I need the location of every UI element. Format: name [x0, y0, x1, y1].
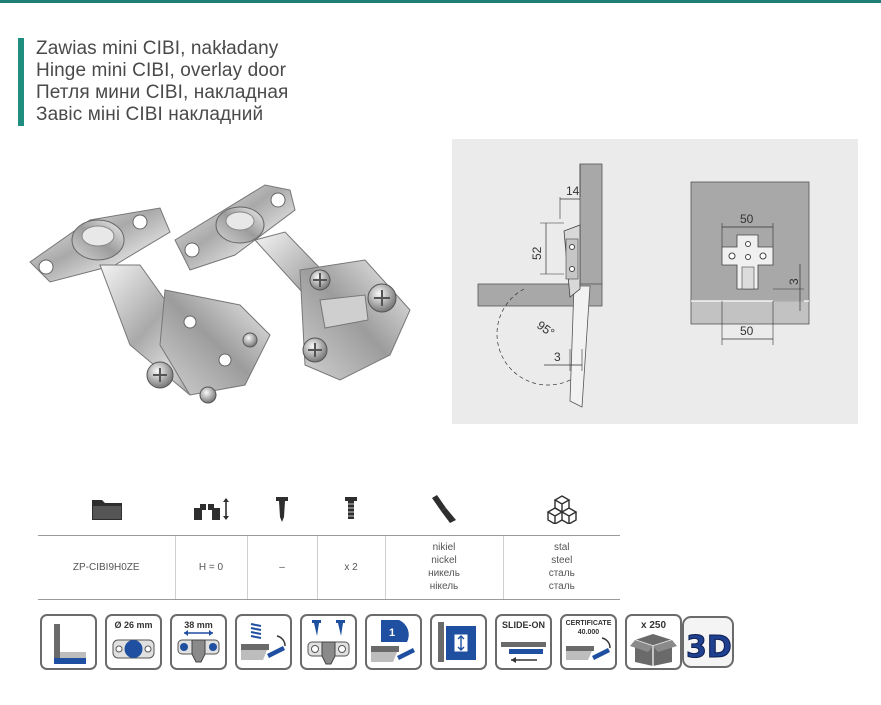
spec-icon-row	[38, 487, 620, 535]
dim-front-bottom: 50	[740, 324, 754, 338]
finish-uk: нікель	[429, 581, 459, 592]
title-block: Zawias mini CIBI, nakładany Hinge mini C…	[18, 38, 288, 126]
certificate-feature: CERTIFICATE 40.000	[560, 614, 617, 670]
box-icon	[630, 634, 677, 666]
left-hinge	[29, 207, 271, 404]
mounting-screws-icon	[307, 620, 350, 665]
brush-finish-icon	[432, 495, 456, 524]
dim-side-14: 14	[566, 184, 580, 198]
front-view-drawing: 50 3 50	[690, 181, 810, 345]
screw-distance-label: 38 mm	[184, 620, 213, 630]
overlay-door-icon	[54, 624, 86, 664]
cup-diameter-feature: Ø 26 mm	[105, 614, 162, 670]
euro-screw-value: x 2	[316, 534, 385, 600]
dim-side-52: 52	[530, 246, 544, 260]
title-polish: Zawias mini CIBI, nakładany	[36, 38, 279, 59]
spec-value-row: ZP-CIBI9H0ZE H = 0 – x 2 nikiel nickel н…	[38, 534, 620, 600]
mounting-screws-feature	[300, 614, 357, 670]
certificate-count: 40.000	[577, 629, 600, 636]
finish-pl: nikiel	[432, 542, 456, 553]
depth-adjust-icon	[438, 622, 476, 662]
product-code: ZP-CIBI9H0ZE	[38, 534, 175, 600]
euro-screw-icon	[345, 497, 357, 520]
technical-drawing-panel: 14 52 95° 3 50 3	[452, 139, 858, 424]
cup-diameter-label: Ø 26 mm	[114, 620, 153, 630]
dim-side-3: 3	[554, 350, 561, 364]
wood-screw-icon	[276, 497, 288, 523]
cam-adjust-icon: 1	[371, 620, 415, 662]
cup-diameter-icon	[112, 639, 155, 659]
wood-screw-value: –	[246, 534, 317, 600]
cam-adjust-feature: 1	[365, 614, 422, 670]
right-hinge	[174, 184, 411, 381]
slide-on-icon	[501, 642, 546, 663]
screw-distance-feature: 38 mm	[170, 614, 227, 670]
material-en: steel	[551, 555, 573, 566]
spec-table: ZP-CIBI9H0ZE H = 0 – x 2 nikiel nickel н…	[38, 487, 620, 600]
finish-ru: никель	[428, 568, 460, 579]
finish-en: nickel	[431, 555, 457, 566]
title-ukrainian: Завіс міні CIBI накладний	[36, 104, 264, 125]
cam-adjust-number: 1	[389, 627, 395, 639]
dim-front-top: 50	[740, 212, 754, 226]
depth-adjust-feature	[430, 614, 487, 670]
hinge-product-photo	[29, 184, 411, 404]
top-accent-rule	[0, 0, 881, 3]
screw-distance-icon	[177, 630, 220, 663]
3d-model-icon[interactable]: 3D	[682, 614, 734, 670]
slide-on-feature: SLIDE-ON	[495, 614, 552, 670]
overlay-door-feature	[40, 614, 97, 670]
feature-icon-row: Ø 26 mm 38 mm	[40, 614, 740, 672]
soft-close-icon	[241, 623, 286, 660]
certificate-label: CERTIFICATE	[565, 620, 612, 627]
title-russian: Петля мини CIBI, накладная	[36, 82, 289, 103]
slide-on-label: SLIDE-ON	[501, 620, 545, 630]
package-quantity-feature: x 250	[625, 614, 682, 670]
material-cell: stal steel сталь сталь	[502, 534, 620, 600]
3d-model-label: 3D	[686, 630, 732, 665]
height-value: H = 0	[174, 534, 247, 600]
folder-icon	[91, 500, 122, 521]
soft-close-feature	[235, 614, 292, 670]
material-cubes-icon	[546, 495, 577, 526]
certificate-icon	[566, 637, 611, 660]
package-quantity-label: x 250	[640, 620, 667, 631]
dim-side-angle: 95°	[534, 318, 557, 340]
three-d-model-feature[interactable]: 3D	[682, 614, 734, 670]
height-adjust-icon	[194, 498, 229, 521]
dim-front-side: 3	[787, 278, 801, 285]
material-uk: сталь	[548, 581, 575, 592]
title-english: Hinge mini CIBI, overlay door	[36, 60, 287, 81]
finish-cell: nikiel nickel никель нікель	[384, 534, 503, 600]
material-ru: сталь	[548, 568, 575, 579]
material-pl: stal	[553, 542, 570, 553]
side-view-drawing: 14 52 95° 3	[477, 163, 603, 408]
